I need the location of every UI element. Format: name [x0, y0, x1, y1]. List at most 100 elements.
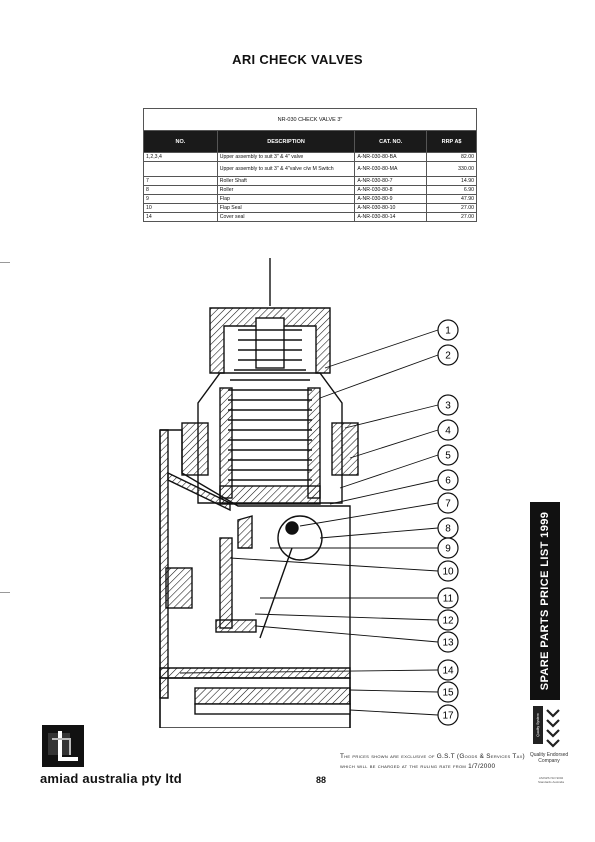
table-caption: NR-030 CHECK VALVE 3": [143, 108, 477, 131]
cell-description: Upper assembly to suit 3" & 4"valve c/w …: [216, 161, 356, 177]
cell-description: Upper assembly to suit 3" & 4" valve: [216, 152, 356, 162]
body-left-hatch: [159, 429, 169, 699]
amiad-logo-mark-icon: [48, 731, 78, 761]
callout-circle: [437, 631, 459, 653]
cell-description: Roller Shaft: [216, 176, 356, 186]
margin-mark-mid: [0, 592, 10, 593]
callout-label: 14: [442, 666, 454, 677]
body-outline: [160, 429, 351, 728]
callout-circle: [437, 469, 459, 491]
callout-label: 11: [443, 594, 454, 605]
gst-note: The prices shown are exclusive of G.S.T …: [340, 753, 525, 770]
col-header-description: DESCRIPTION: [216, 130, 356, 153]
cell-price: 27.00: [426, 212, 477, 222]
callout-label: 9: [445, 544, 451, 555]
col-header-no: NO.: [143, 130, 218, 153]
callout-circle: [437, 537, 459, 559]
callout-circle: [437, 560, 459, 582]
quality-chevrons-icon: [546, 709, 560, 748]
cell-price: 6.90: [426, 185, 477, 195]
callout-circle: [437, 704, 459, 726]
callout-label: 6: [445, 476, 451, 487]
amiad-logo: [42, 725, 84, 767]
callout-circle: [437, 419, 459, 441]
piston-base: [219, 485, 321, 505]
flap-fastener: [215, 619, 257, 633]
cell-price: 330.00: [426, 161, 477, 177]
cell-cat-no: A-NR-030-80-7: [354, 176, 428, 186]
flap-link: [259, 547, 293, 639]
body-seat-hatch: [167, 471, 231, 512]
spring: [228, 329, 312, 481]
cell-price: 14.90: [426, 176, 477, 186]
cell-description: Flap: [216, 194, 356, 204]
parts-price-table: NR-030 CHECK VALVE 3" NO. DESCRIPTION CA…: [143, 108, 477, 222]
cell-description: Flap Seal: [216, 203, 356, 213]
side-banner: SPARE PARTS PRICE LIST 1999: [530, 502, 560, 700]
cell-no: 1,2,3,4: [143, 152, 218, 162]
table-row: 9 Flap A-NR-030-80-9 47.90: [143, 194, 477, 204]
cell-cat-no: A-NR-030-80-8: [354, 185, 428, 195]
quality-system-text: Quality System: [536, 713, 540, 737]
callout-label: 4: [445, 426, 451, 437]
callout-label: 1: [445, 326, 451, 337]
page-title: ARI CHECK VALVES: [232, 52, 363, 67]
cell-price: 82.00: [426, 152, 477, 162]
callout-label: 7: [445, 499, 451, 510]
table-row: 8 Roller A-NR-030-80-8 6.90: [143, 185, 477, 195]
flap-arm: [219, 537, 233, 629]
quality-standard-text: AS/NZS ISO 9002 Standards Australia: [537, 776, 564, 784]
upper-cap: [209, 307, 331, 374]
cell-cat-no: A-NR-030-80-BA: [354, 152, 428, 162]
callout-circle: [437, 587, 459, 609]
callout-circle: [437, 681, 459, 703]
callout-circle: [437, 444, 459, 466]
callout-circle: [437, 394, 459, 416]
base-cover-slot: [194, 703, 351, 715]
cell-cat-no: A-NR-030-80-MA: [354, 161, 428, 177]
cell-cat-no: A-NR-030-80-9: [354, 194, 428, 204]
page-number: 88: [316, 775, 327, 785]
table-row: 1,2,3,4 Upper assembly to suit 3" & 4" v…: [143, 152, 477, 162]
cell-price: 47.90: [426, 194, 477, 204]
piston-left: [219, 387, 233, 499]
callout-circle: [437, 492, 459, 514]
cell-cat-no: A-NR-030-80-10: [354, 203, 428, 213]
piston-right: [307, 387, 321, 499]
cell-description: Cover seal: [216, 212, 356, 222]
leader-lines: [179, 329, 439, 716]
callout-label: 12: [442, 616, 454, 627]
cell-description: Roller: [216, 185, 356, 195]
side-nozzle: [165, 567, 193, 609]
margin-mark-top: [0, 262, 10, 263]
flap-seal: [237, 515, 253, 549]
callout-label: 10: [442, 567, 454, 578]
cell-no: [143, 161, 218, 177]
callout-label: 3: [445, 401, 451, 412]
cell-no: 9: [143, 194, 218, 204]
cell-no: 10: [143, 203, 218, 213]
quality-endorsed-text: Quality Endorsed Company: [529, 752, 569, 764]
callout-label: 15: [442, 688, 454, 699]
col-header-cat-no: CAT. NO.: [354, 130, 428, 153]
roller-shaft: [285, 521, 299, 535]
cell-no: 8: [143, 185, 218, 195]
cell-cat-no: A-NR-030-80-14: [354, 212, 428, 222]
callout-label: 5: [445, 451, 451, 462]
cell-no: 14: [143, 212, 218, 222]
roller-circle: [277, 515, 323, 561]
base-cover-inner: [194, 687, 351, 705]
table-row: Upper assembly to suit 3" & 4"valve c/w …: [143, 161, 477, 177]
cell-no: 7: [143, 176, 218, 186]
callout-circle: [437, 659, 459, 681]
callout-circle: [437, 609, 459, 631]
collar-right: [331, 422, 359, 476]
callout-label: 8: [445, 524, 451, 535]
callout-label: 2: [445, 351, 451, 362]
table-row: 7 Roller Shaft A-NR-030-80-7 14.90: [143, 176, 477, 186]
callout-label: 13: [442, 638, 454, 649]
table-row: 14 Cover seal A-NR-030-80-14 27.00: [143, 212, 477, 222]
cell-price: 27.00: [426, 203, 477, 213]
